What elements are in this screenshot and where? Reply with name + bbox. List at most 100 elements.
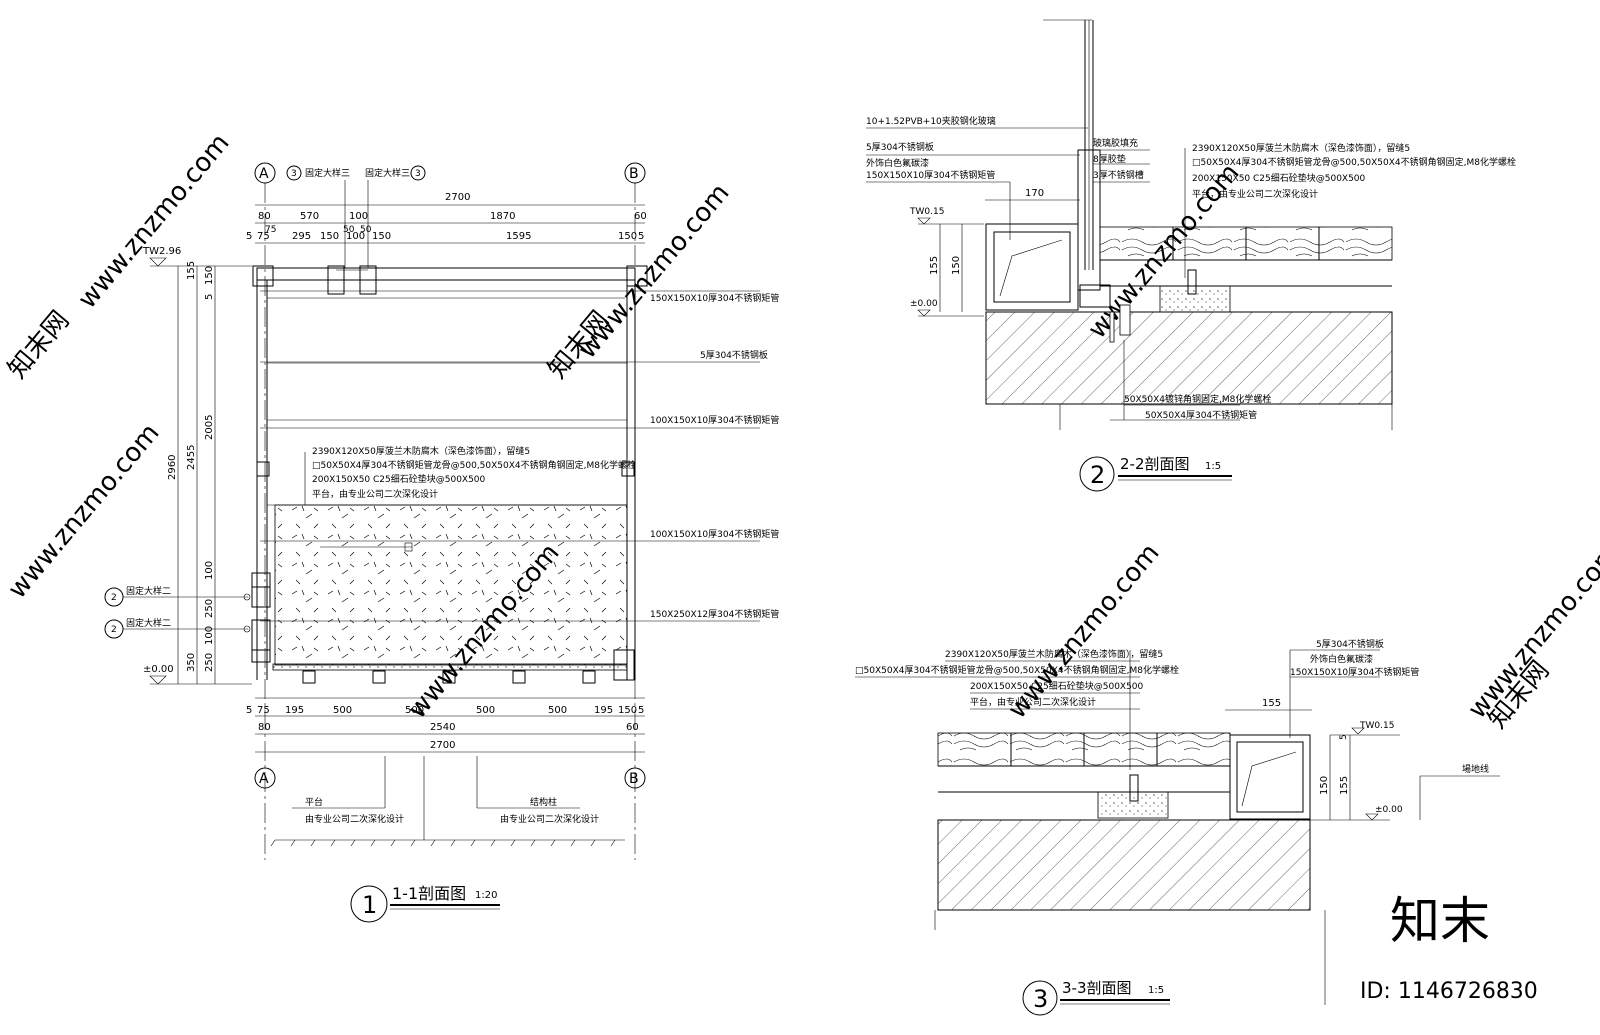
s2-note-3: 平台，由专业公司二次深化设计	[1192, 188, 1318, 200]
s3-scale: 1:5	[1148, 985, 1164, 996]
s2-callout-left-3: 150X150X10厚304不锈钢矩管	[866, 169, 995, 181]
dim-top-r2-7: 150	[618, 231, 637, 242]
dim-top-r2-6: 1595	[506, 231, 531, 242]
dim-left-in-2: 2005	[204, 415, 215, 440]
dim-top-r2-1: 75	[257, 231, 270, 242]
callout-right-1: 5厚304不锈钢板	[700, 349, 768, 361]
callout-right-2: 100X150X10厚304不锈钢矩管	[650, 414, 779, 426]
dim-bot-r1-9: 5	[638, 705, 644, 716]
s1-note-3: 平台，由专业公司二次深化设计	[312, 488, 438, 500]
dim-left-in-5: 100	[204, 626, 215, 645]
s1-bottom-note-1b: 由专业公司二次深化设计	[305, 813, 404, 825]
s3-dim-right-1: 150	[1319, 776, 1330, 795]
dim-top-r1-1: 570	[300, 211, 319, 222]
s1-note-2: 200X150X50 C25细石砼垫块@500X500	[312, 473, 486, 485]
ref-label-3: 固定大样二	[126, 585, 171, 597]
dim-left-in-3: 100	[204, 561, 215, 580]
ref-label-2: 固定大样三	[365, 167, 410, 179]
ref-tag-4: 2	[111, 625, 117, 635]
dim-left-in-7: 350	[186, 653, 197, 672]
s1-bottom-note-2b: 由专业公司二次深化设计	[500, 813, 599, 825]
dim-left-outer: 2960	[167, 455, 178, 480]
ref-tag-1: 3	[291, 169, 297, 179]
dim-bot-r1-3: 500	[333, 705, 352, 716]
s3-title-num: 3	[1033, 985, 1048, 1013]
s3-callout-right-1: 外饰白色氟碳漆	[1310, 653, 1373, 665]
elev-zero-1: ±0.00	[143, 664, 174, 675]
ref-tag-3: 2	[111, 593, 117, 603]
s2-callout-left-1: 5厚304不锈钢板	[866, 141, 934, 153]
grid-bubble-b-bottom	[624, 767, 646, 789]
dim-bot-r1-6: 500	[548, 705, 567, 716]
s2-callout-mid-0: 玻璃胶填充	[1093, 137, 1138, 149]
s2-elev-top: TW0.15	[909, 207, 944, 217]
section-3-3: 2390X120X50厚菠兰木防腐木（深色漆饰面），留缝5 □50X50X4厚3…	[855, 638, 1500, 1016]
s3-ground-label: 場地线	[1462, 763, 1489, 775]
ref-tag-2: 3	[415, 169, 421, 179]
s3-callout-right-0: 5厚304不锈钢板	[1316, 638, 1384, 650]
dim-top-r2-8: 5	[638, 231, 644, 242]
s2-dim-left-0: 155	[929, 256, 940, 275]
watermark-site-1: www.znzmo.com	[72, 128, 235, 314]
dim-left-in-0: 150	[204, 266, 215, 285]
s2-bottom-callout-0: 50X50X4镀锌角钢固定,M8化学螺栓	[1124, 393, 1271, 405]
s3-note-0: 2390X120X50厚菠兰木防腐木（深色漆饰面），留缝5	[945, 648, 1163, 660]
s2-note-0: 2390X120X50厚菠兰木防腐木（深色漆饰面），留缝5	[1192, 142, 1410, 154]
ref-label-1: 固定大样三	[305, 167, 350, 179]
dim-left-in-6: 250	[204, 653, 215, 672]
grid-label-a-bottom: A	[259, 771, 269, 787]
s2-title-num: 2	[1090, 461, 1105, 489]
watermark-site-4: www.znzmo.com	[2, 418, 165, 604]
grid-label-b-bottom: B	[629, 771, 639, 787]
dim-bot-r1-7: 195	[594, 705, 613, 716]
dim-top-small-1: 50	[343, 225, 355, 235]
dim-bot-r1-2: 195	[285, 705, 304, 716]
elev-top-1: TW2.96	[142, 246, 181, 257]
s1-note-1: □50X50X4厚304不锈钢矩管龙骨@500,50X50X4不锈钢角钢固定,M…	[312, 459, 636, 471]
dim-bot-r2-2: 60	[626, 722, 639, 733]
watermark-id: ID: 1146726830	[1360, 979, 1538, 1004]
s2-note-1: □50X50X4厚304不锈钢矩管龙骨@500,50X50X4不锈钢角钢固定,M…	[1192, 156, 1516, 168]
s2-note-2: 200X150X50 C25细石砼垫块@500X500	[1192, 172, 1366, 184]
s2-callout-mid-2: 3厚不锈钢槽	[1093, 169, 1144, 181]
dim-left-mid-1: 2455	[186, 445, 197, 470]
dim-top-total: 2700	[445, 192, 470, 203]
callout-right-0: 150X150X10厚304不锈钢矩管	[650, 292, 779, 304]
s3-elev-top: TW0.15	[1359, 721, 1394, 731]
watermark-site-6: www.znzmo.com	[1002, 538, 1165, 724]
dim-top-r2-3: 150	[320, 231, 339, 242]
s2-dim-left-1: 150	[951, 256, 962, 275]
glass-panel	[274, 504, 628, 666]
s3-dim-155-top: 155	[1262, 698, 1281, 709]
s3-title: 3-3剖面图	[1062, 979, 1132, 997]
s3-note-2: 200X150X50 C25细石砼垫块@500X500	[970, 680, 1144, 692]
section-2-2: 10+1.52PVB+10夹胶钢化玻璃 5厚304不锈钢板 外饰白色氟碳漆 15…	[866, 19, 1516, 492]
dim-bot-r1-1: 75	[257, 705, 270, 716]
s3-note-1: □50X50X4厚304不锈钢矩管龙骨@500,50X50X4不锈钢角钢固定,M…	[855, 664, 1179, 676]
dim-top-r1-4: 60	[634, 211, 647, 222]
s3-note-3: 平台，由专业公司二次深化设计	[970, 696, 1096, 708]
s2-title: 2-2剖面图	[1120, 455, 1190, 473]
s1-bottom-note-1: 平台	[305, 796, 323, 808]
dim-top-small-2: 50	[360, 225, 372, 235]
s2-elev-zero: ±0.00	[910, 299, 938, 309]
s1-scale: 1:20	[475, 890, 497, 901]
s3-dim-right-2: 155	[1339, 776, 1350, 795]
s2-scale: 1:5	[1205, 461, 1221, 472]
dim-top-r2-5: 150	[372, 231, 391, 242]
s1-title: 1-1剖面图	[392, 884, 466, 903]
dim-bot-r1-8: 150	[618, 705, 637, 716]
dim-top-r1-2: 100	[349, 211, 368, 222]
dim-bot-r2-0: 80	[258, 722, 271, 733]
s2-bottom-callout-1: 50X50X4厚304不锈钢矩管	[1145, 409, 1257, 421]
dim-top-r1-3: 1870	[490, 211, 515, 222]
dim-bot-r1-5: 500	[476, 705, 495, 716]
grid-label-b-top: B	[629, 166, 639, 182]
dim-top-r2-4: 100	[346, 231, 365, 242]
s1-note-0: 2390X120X50厚菠兰木防腐木（深色漆饰面），留缝5	[312, 445, 530, 457]
s2-callout-left-2: 外饰白色氟碳漆	[866, 157, 929, 169]
dim-top-r1-0: 80	[258, 211, 271, 222]
section-1-1: A B 3 固定大样三 3 固定大样三 2700 80 570 100 1870…	[104, 162, 779, 923]
watermark-brand-1: 知末网	[2, 305, 75, 384]
